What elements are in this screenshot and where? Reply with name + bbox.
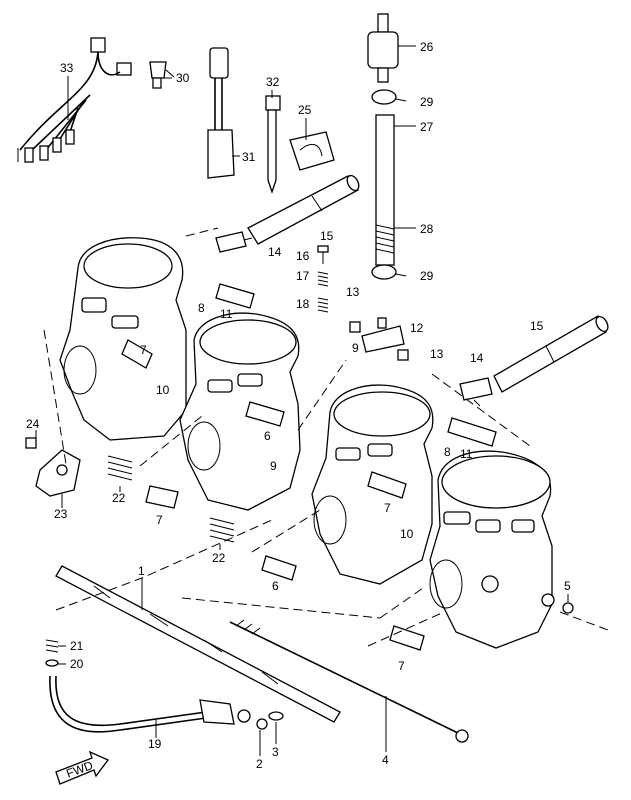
callout-14b: 14 xyxy=(470,351,484,365)
callout-13b: 13 xyxy=(430,347,444,361)
hose-clamp-upper-part xyxy=(371,89,407,105)
vent-hose-upper-part xyxy=(247,174,360,245)
cap-part xyxy=(562,602,574,614)
callout-8a: 8 xyxy=(198,301,205,315)
callout-1: 1 xyxy=(138,564,145,578)
callout-22a: 22 xyxy=(112,491,126,505)
callout-11b: 11 xyxy=(460,447,473,461)
spring-upper-part xyxy=(317,271,329,287)
callout-11a: 11 xyxy=(220,307,233,321)
callout-15b: 15 xyxy=(530,319,544,333)
callout-13a: 13 xyxy=(346,285,360,299)
carburetor-2-body xyxy=(179,312,301,511)
callout-16: 16 xyxy=(296,249,310,263)
callout-33: 33 xyxy=(60,61,74,75)
callout-leaders xyxy=(35,45,569,756)
connecting-rod-part xyxy=(229,619,469,743)
callout-25: 25 xyxy=(298,103,312,117)
throttle-springs xyxy=(107,455,235,543)
callout-24: 24 xyxy=(26,417,40,431)
callout-4: 4 xyxy=(382,753,389,767)
callout-18: 18 xyxy=(296,297,310,311)
fwd-label: FWD xyxy=(64,758,95,781)
t-fitting-upper-part xyxy=(215,231,253,253)
callout-7b: 7 xyxy=(156,513,163,527)
callout-14a: 14 xyxy=(268,245,282,259)
callout-23: 23 xyxy=(54,507,68,521)
callout-labels: 1 2 3 4 5 6 6 7 7 7 7 8 8 9 9 10 10 11 1… xyxy=(26,40,571,771)
callout-9b: 9 xyxy=(270,459,277,473)
callout-22b: 22 xyxy=(212,551,226,565)
throttle-link-part xyxy=(49,675,251,733)
fuel-filter-part xyxy=(367,13,399,83)
callout-12: 12 xyxy=(410,321,424,335)
callout-17: 17 xyxy=(296,269,310,283)
callout-28: 28 xyxy=(420,222,434,236)
callout-8b: 8 xyxy=(444,445,451,459)
callout-29b: 29 xyxy=(420,269,434,283)
mounting-plate-part xyxy=(55,565,341,723)
callout-27: 27 xyxy=(420,120,434,134)
callout-9a: 9 xyxy=(352,341,359,355)
callout-15a: 15 xyxy=(320,229,334,243)
cable-tie-part xyxy=(265,95,281,195)
fwd-arrow-icon: FWD xyxy=(55,750,110,785)
spring-lower-part xyxy=(317,297,329,313)
carburetor-1-body xyxy=(59,237,187,441)
callout-29a: 29 xyxy=(420,95,434,109)
callout-20: 20 xyxy=(70,657,84,671)
wire-harness-part xyxy=(17,37,132,163)
callout-26: 26 xyxy=(420,40,434,54)
callout-5: 5 xyxy=(564,579,571,593)
callout-30: 30 xyxy=(176,71,190,85)
callout-19: 19 xyxy=(148,737,162,751)
callout-32: 32 xyxy=(266,75,280,89)
fuel-hose-part xyxy=(375,114,395,266)
t-fitting-right-part xyxy=(459,377,493,407)
screw-part xyxy=(317,245,329,264)
callout-3: 3 xyxy=(272,745,279,759)
callout-6b: 6 xyxy=(272,579,279,593)
fuel-joint-part xyxy=(349,317,409,361)
callout-21: 21 xyxy=(70,639,84,653)
connecting-hoses xyxy=(121,283,497,651)
callout-31: 31 xyxy=(242,150,256,164)
washer-spring-parts xyxy=(45,639,59,667)
clamp-part xyxy=(289,131,335,171)
hose-clamp-lower-part xyxy=(371,264,407,280)
callout-7c: 7 xyxy=(384,501,391,515)
carburetor-4-body xyxy=(429,450,555,649)
screw-washer-parts xyxy=(256,711,284,730)
callout-7a: 7 xyxy=(140,343,147,357)
callout-10a: 10 xyxy=(156,383,170,397)
callout-7d: 7 xyxy=(398,659,405,673)
callout-10b: 10 xyxy=(400,527,414,541)
vent-hose-right-part xyxy=(493,315,609,393)
bracket-part xyxy=(25,437,81,497)
sensor-part xyxy=(149,61,175,89)
connector-part xyxy=(207,47,235,179)
callout-6a: 6 xyxy=(264,429,271,443)
callout-2: 2 xyxy=(256,757,263,771)
